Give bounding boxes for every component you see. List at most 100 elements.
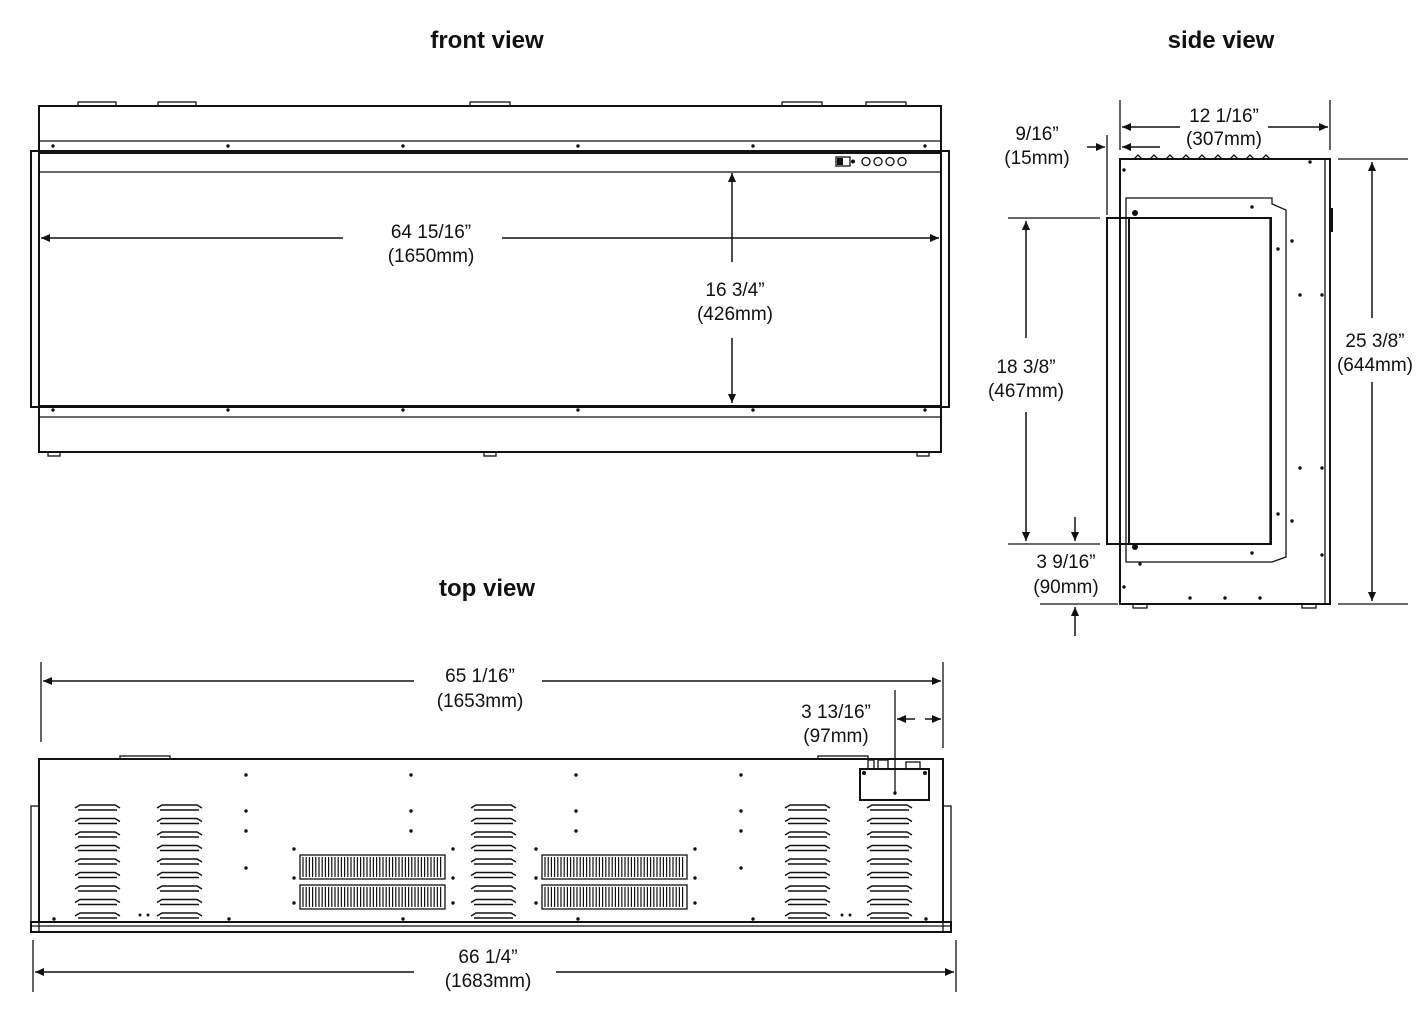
louvre-slot — [156, 831, 203, 836]
side-total-height-dimension: 25 3/8” (644mm) — [1337, 158, 1413, 605]
louvre-slot — [74, 912, 121, 917]
side-trim-offset-imperial: 9/16” — [1015, 124, 1058, 145]
louvre-slot — [74, 817, 121, 823]
unit-body-top — [38, 758, 944, 923]
grille-block — [541, 854, 688, 880]
front-width-imperial: 64 15/16” — [391, 222, 471, 243]
control-button-icon — [897, 156, 907, 167]
louvre-slot — [470, 844, 517, 850]
front-width-dimension: 64 15/16” (1650mm) — [41, 222, 939, 267]
louvre-slot — [866, 871, 913, 877]
louvre-slot — [74, 858, 121, 863]
control-button-icon — [873, 156, 883, 167]
side-base-offset-metric: (90mm) — [1033, 577, 1098, 598]
grille-block — [299, 854, 446, 880]
louvre-slot — [470, 831, 517, 836]
front-height-metric: (426mm) — [697, 304, 773, 325]
control-button-icon — [861, 156, 871, 167]
front-height-dimension: 16 3/4” (426mm) — [697, 173, 773, 403]
trim-frame — [30, 150, 950, 408]
louvre-slot — [784, 858, 831, 863]
louvre-slot — [784, 817, 831, 823]
louvre-slot — [866, 858, 913, 863]
louvre-slot — [74, 898, 121, 904]
control-button-icon — [885, 156, 895, 167]
louvre-slot — [156, 871, 203, 877]
front-view-drawing — [30, 101, 950, 457]
top-view-screws — [52, 773, 928, 921]
unit-body-side — [1119, 158, 1331, 605]
top-view-title: top view — [439, 575, 535, 602]
louvre-slot — [470, 885, 517, 890]
louvre-slot — [866, 898, 913, 904]
side-opening-height-dimension: 18 3/8” (467mm) — [988, 217, 1100, 545]
top-box-offset-imperial: 3 13/16” — [801, 702, 871, 723]
grille-block — [541, 884, 688, 910]
louvre-slot — [470, 817, 517, 823]
side-opening-height-imperial: 18 3/8” — [996, 357, 1055, 378]
louvre-slot — [784, 898, 831, 904]
louvre-slot — [784, 804, 831, 809]
louvre-slot — [74, 844, 121, 850]
louvre-slot — [74, 885, 121, 890]
louvre-slot — [470, 912, 517, 917]
side-base-offset-imperial: 3 9/16” — [1036, 552, 1095, 573]
louvre-slot — [156, 844, 203, 850]
side-depth-imperial: 12 1/16” — [1189, 106, 1259, 127]
louvre-slot — [156, 898, 203, 904]
louvre-slot — [866, 885, 913, 890]
louvre-slot — [866, 817, 913, 823]
louvre-slot — [156, 885, 203, 890]
control-panel — [835, 156, 907, 167]
side-opening-height-metric: (467mm) — [988, 381, 1064, 402]
glass-panel — [38, 152, 942, 407]
top-overall-width-imperial: 66 1/4” — [458, 947, 517, 968]
louvre-slot — [470, 898, 517, 904]
trim-top — [30, 921, 952, 933]
top-overall-width-metric: (1683mm) — [445, 971, 532, 992]
vent-pattern — [74, 804, 913, 919]
top-body-width-dimension: 65 1/16” (1653mm) — [40, 662, 944, 748]
power-switch-icon — [835, 156, 851, 167]
louvre-slot — [784, 885, 831, 890]
top-view-drawing — [30, 755, 952, 933]
louvre-slot — [866, 912, 913, 917]
grille-block — [299, 884, 446, 910]
louvre-slot — [74, 871, 121, 877]
louvre-slot — [156, 817, 203, 823]
front-width-metric: (1650mm) — [388, 246, 475, 267]
louvre-slot — [866, 831, 913, 836]
front-height-imperial: 16 3/4” — [705, 280, 764, 301]
louvre-slot — [784, 831, 831, 836]
louvre-slot — [74, 804, 121, 809]
louvre-slot — [866, 804, 913, 809]
side-view-drawing — [1106, 154, 1333, 609]
top-body-width-imperial: 65 1/16” — [445, 666, 515, 687]
louvre-slot — [784, 871, 831, 877]
side-trim-offset-metric: (15mm) — [1004, 148, 1069, 169]
front-view-title: front view — [430, 27, 544, 54]
louvre-slot — [156, 804, 203, 809]
louvre-slot — [156, 912, 203, 917]
louvre-slot — [74, 831, 121, 836]
top-body-width-metric: (1653mm) — [437, 691, 524, 712]
louvre-slot — [470, 871, 517, 877]
louvre-slot — [784, 912, 831, 917]
side-trim-offset-dimension: 9/16” (15mm) — [1004, 124, 1160, 215]
side-depth-metric: (307mm) — [1186, 129, 1262, 150]
side-total-height-imperial: 25 3/8” — [1345, 331, 1404, 352]
louvre-slot — [866, 844, 913, 850]
side-glass — [1128, 217, 1272, 545]
louvre-slot — [470, 858, 517, 863]
louvre-slot — [470, 804, 517, 809]
side-total-height-metric: (644mm) — [1337, 355, 1413, 376]
side-base-offset-dimension: 3 9/16” (90mm) — [1033, 517, 1118, 636]
louvre-slot — [156, 858, 203, 863]
top-box-offset-metric: (97mm) — [803, 726, 868, 747]
unit-body-front — [38, 105, 942, 453]
side-depth-dimension: 12 1/16” (307mm) — [1119, 100, 1331, 150]
side-view-title: side view — [1168, 27, 1275, 54]
top-overall-width-dimension: 66 1/4” (1683mm) — [32, 940, 957, 992]
top-box-offset-dimension: 3 13/16” (97mm) — [801, 690, 941, 795]
